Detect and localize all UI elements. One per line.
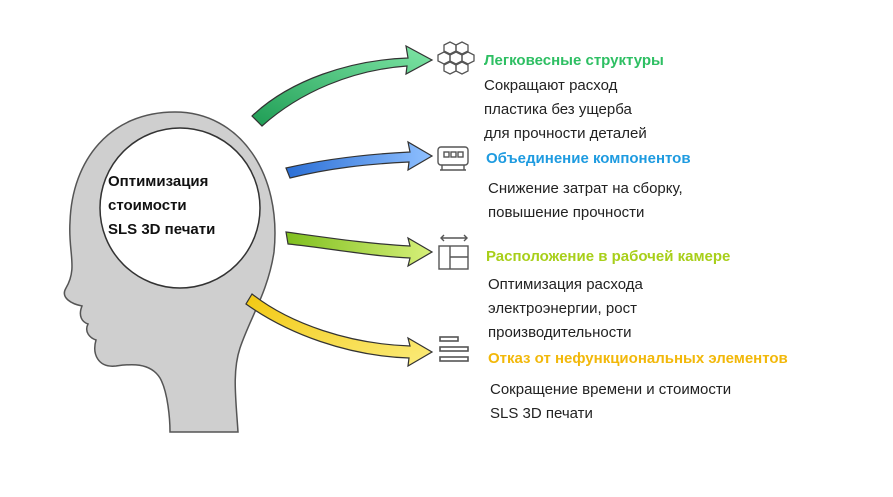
item-4-description: Сокращение времени и стоимости SLS 3D пе… — [490, 378, 731, 426]
list-lines-icon — [439, 336, 469, 362]
item-1-desc-line-2: пластика без ущерба — [484, 101, 632, 118]
item-2-description: Снижение затрат на сборку, повышение про… — [488, 177, 683, 225]
item-3-desc-line-3: производительности — [488, 324, 632, 341]
arrow-4 — [245, 293, 434, 368]
item-3-description: Оптимизация расхода электроэнергии, рост… — [488, 273, 643, 345]
center-title-line-3: SLS 3D печати — [108, 221, 216, 238]
head-inner-circle — [99, 127, 261, 289]
center-title-line-1: Оптимизация — [108, 173, 209, 190]
item-1-desc-line-3: для прочности деталей — [484, 125, 647, 142]
item-2-desc-line-1: Снижение затрат на сборку, — [488, 180, 683, 197]
item-1-description: Сокращают расход пластика без ущерба для… — [484, 74, 647, 146]
center-title-line-2: стоимости — [108, 197, 187, 214]
item-4-desc-line-1: Сокращение времени и стоимости — [490, 381, 732, 398]
arrow-3 — [285, 231, 434, 268]
item-3-title: Расположение в рабочей камере — [486, 248, 731, 265]
item-4-title: Отказ от нефункциональных элементов — [488, 350, 788, 367]
item-4-desc-line-2: SLS 3D печати — [490, 405, 593, 422]
item-3-desc-line-1: Оптимизация расхода — [488, 276, 643, 293]
item-3-desc-line-2: электроэнергии, рост — [488, 300, 637, 317]
honeycomb-icon — [437, 41, 475, 75]
arrow-2 — [285, 140, 434, 179]
item-2-title: Объединение компонентов — [486, 150, 691, 167]
item-1-desc-line-1: Сокращают расход — [484, 77, 618, 94]
layout-grid-icon — [438, 234, 469, 270]
component-assembly-icon — [437, 146, 469, 171]
center-title: Оптимизация стоимости SLS 3D печати — [108, 170, 248, 242]
arrow-1 — [251, 44, 434, 127]
item-1-title: Легковесные структуры — [484, 52, 664, 69]
item-2-desc-line-2: повышение прочности — [488, 204, 645, 221]
